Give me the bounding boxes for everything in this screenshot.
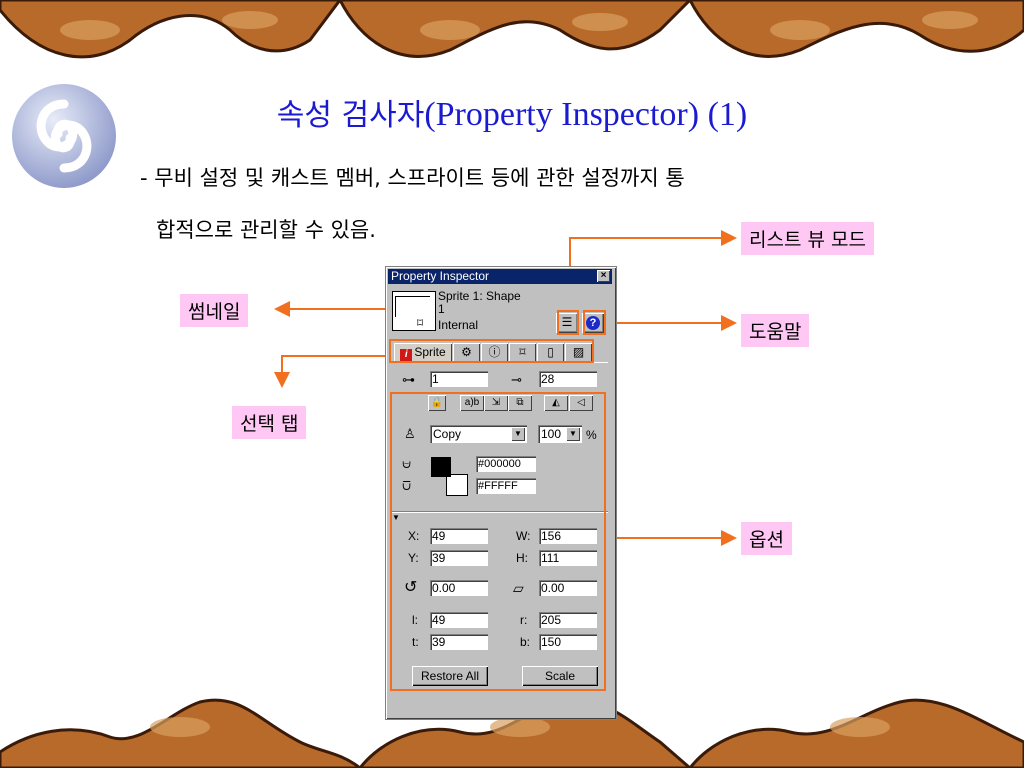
movie-icon: ▨ [572, 345, 585, 359]
tab-document[interactable]: ▯ [537, 343, 564, 362]
blend-value: 100 [541, 427, 562, 441]
lock-icon[interactable]: 🔒 [428, 395, 446, 411]
left-label: l: [412, 613, 418, 627]
callout-help: 도움말 [741, 314, 810, 347]
member-shape-icon: ⌑ [417, 316, 424, 330]
top-field[interactable]: 39 [430, 634, 488, 650]
ink-icon: ♙ [404, 426, 416, 441]
help-highlight [583, 310, 606, 335]
rotation-field[interactable]: 0.00 [430, 580, 488, 596]
foreground-color-swatch[interactable] [431, 457, 451, 477]
background-color-field[interactable]: #FFFFF [476, 478, 536, 494]
scale-button[interactable]: Scale [522, 666, 598, 686]
slide-title-english: (Property Inspector) (1) [424, 96, 748, 133]
blend-dropdown-arrow-icon[interactable]: ▼ [566, 427, 580, 441]
w-label: W: [516, 529, 531, 543]
y-label: Y: [408, 551, 419, 565]
property-inspector-window: Property Inspector × ⌑ Sprite 1: Shape 1… [385, 266, 617, 720]
foreground-color-icon: ⩁ [402, 456, 412, 471]
bullet-line-1: - 무비 설정 및 캐스트 멤버, 스프라이트 등에 관한 설정까지 통 [140, 166, 685, 190]
tab-shape[interactable]: ⌑ [509, 343, 536, 362]
spiral-logo-icon [12, 84, 116, 188]
sprite-cast-library: Internal [438, 318, 479, 332]
left-field[interactable]: 49 [430, 612, 488, 628]
close-button[interactable]: × [597, 270, 610, 282]
list-view-highlight [557, 310, 579, 335]
skew-icon: ▱ [513, 580, 524, 596]
help-button[interactable]: ? [582, 313, 604, 333]
ink-value: Copy [433, 427, 462, 441]
flip-horizontal-icon[interactable]: ◭ [544, 395, 568, 411]
x-field[interactable]: 49 [430, 528, 488, 544]
trails-icon[interactable]: ⧉ [508, 395, 532, 411]
tab-member[interactable]: ⓘ [481, 343, 508, 362]
callout-options: 옵션 [741, 522, 792, 555]
x-label: X: [408, 529, 420, 543]
end-frame-field[interactable]: 28 [539, 371, 597, 387]
callout-thumbnail: 썸네일 [180, 294, 249, 327]
foreground-color-field[interactable]: #000000 [476, 456, 536, 472]
document-icon: ▯ [547, 345, 554, 359]
background-color-swatch[interactable] [446, 474, 468, 496]
list-view-mode-button[interactable]: ☰ [556, 313, 578, 333]
start-frame-icon: ⊶ [402, 372, 415, 387]
ink-select[interactable]: Copy ▼ [430, 425, 527, 443]
h-field[interactable]: 111 [539, 550, 597, 566]
bottom-label: b: [520, 635, 531, 649]
top-label: t: [412, 635, 419, 649]
h-label: H: [516, 551, 528, 565]
sprite-thumbnail[interactable] [392, 291, 436, 331]
moveable-icon[interactable]: ⇲ [484, 395, 508, 411]
right-label: r: [520, 613, 528, 627]
bottom-field[interactable]: 150 [539, 634, 597, 650]
member-info-icon: ⓘ [488, 345, 501, 359]
w-field[interactable]: 156 [539, 528, 597, 544]
help-icon: ? [586, 316, 600, 330]
options-highlight [390, 392, 606, 691]
tab-movie[interactable]: ▨ [565, 343, 592, 362]
background-color-icon: ⩂ [402, 478, 412, 493]
bullet-line-2: 합적으로 관리할 수 있음. [156, 218, 376, 242]
shape-icon: ⌑ [519, 345, 526, 359]
start-frame-field[interactable]: 1 [430, 371, 488, 387]
right-field[interactable]: 205 [539, 612, 597, 628]
skew-field[interactable]: 0.00 [539, 580, 597, 596]
section-divider [392, 511, 608, 513]
thumbnail-shape [395, 296, 430, 317]
collapse-arrow-icon[interactable]: ▼ [392, 513, 400, 522]
inspector-titlebar[interactable]: Property Inspector × [388, 269, 612, 284]
list-view-icon: ☰ [561, 315, 573, 329]
y-field[interactable]: 39 [430, 550, 488, 566]
end-frame-icon: ⊸ [511, 372, 522, 387]
tab-sprite-label: Sprite [414, 345, 446, 359]
decorative-border-top [0, 0, 1024, 78]
restore-all-button[interactable]: Restore All [412, 666, 488, 686]
slide-title: 속성 검사자(Property Inspector) (1) [0, 90, 1024, 134]
blend-select[interactable]: 100 ▼ [538, 425, 582, 443]
callout-tabs: 선택 탭 [232, 406, 307, 439]
sprite-info-icon: i [400, 349, 413, 361]
behavior-gear-icon: ⚙ [461, 345, 472, 359]
rotation-icon: ↺ [404, 579, 418, 596]
flip-vertical-icon[interactable]: ◁ [569, 395, 593, 411]
inspector-title: Property Inspector [391, 269, 490, 283]
callout-list-view: 리스트 뷰 모드 [741, 222, 874, 255]
sprite-name: Sprite 1: Shape [438, 289, 521, 303]
slide-title-korean: 속성 검사자 [276, 98, 425, 133]
ink-dropdown-arrow-icon[interactable]: ▼ [511, 427, 525, 441]
sprite-member-number: 1 [438, 302, 445, 316]
editable-icon[interactable]: a)b [460, 395, 484, 411]
blend-unit: % [586, 428, 597, 442]
tabs-highlight [389, 339, 594, 363]
tab-behavior[interactable]: ⚙ [453, 343, 480, 362]
